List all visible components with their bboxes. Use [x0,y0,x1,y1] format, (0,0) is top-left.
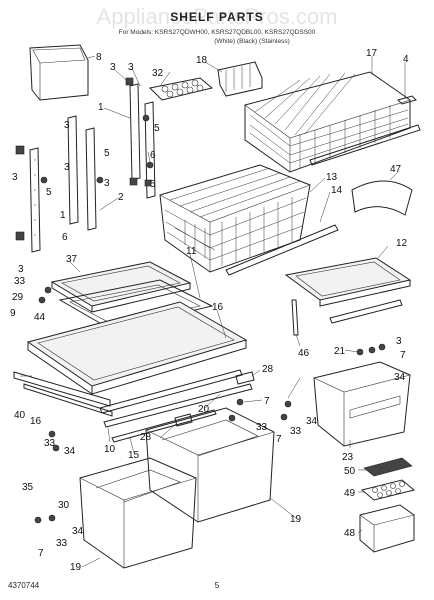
part-wire-basket-17 [244,71,411,173]
callout-47: 47 [390,164,402,175]
callout-33: 33 [56,538,68,549]
callout-49: 49 [344,488,356,499]
callout-5: 5 [46,187,52,198]
part-egg-tray-49 [360,479,416,501]
part-bracket-mid-left [67,115,97,231]
callout-3: 3 [396,336,402,347]
part-drawer-30 [79,457,197,569]
callout-18: 18 [196,55,208,66]
part-brackets-small [15,77,152,241]
part-trim-9-40 [13,371,113,417]
part-cover-50 [363,457,413,477]
part-drawer-19 [145,407,275,523]
part-rail-46 [291,299,403,336]
callout-35: 35 [22,482,34,493]
callout-44: 44 [34,312,46,323]
part-drawer-23 [313,361,411,447]
callout-40: 40 [14,410,26,421]
callout-5: 5 [104,148,110,159]
part-bin-48 [359,504,415,553]
part-large-wire-basket-13 [159,164,311,273]
callout-34: 34 [306,416,318,427]
part-screws-5 [40,114,154,184]
callout-7: 7 [264,396,270,407]
part-clip-28 [174,371,255,427]
part-shelf-frame-44 [58,279,214,331]
part-small-rack-18 [217,61,263,97]
callout-11: 11 [186,246,197,257]
callout-20: 20 [198,404,210,415]
callout-3: 3 [104,178,110,189]
callout-12: 12 [396,238,408,249]
leader-lines [20,55,406,568]
callout-13: 13 [326,172,338,183]
callout-33: 33 [14,276,26,287]
callout-3: 3 [64,162,70,173]
callout-7: 7 [38,548,44,559]
callout-10: 10 [104,444,116,455]
part-hardware [34,286,386,524]
callout-1: 1 [60,210,66,221]
callout-16: 16 [30,416,42,427]
callout-19: 19 [70,562,82,573]
callout-3: 3 [110,62,116,73]
model-list: For Models: KSRS27QDWH00, KSRS27QDBL00, … [119,29,316,36]
callout-50: 50 [344,466,356,477]
callout-34: 34 [394,372,406,383]
callout-2: 2 [118,192,124,203]
callout-1: 1 [98,102,104,113]
callout-48: 48 [344,528,356,539]
callout-5: 5 [154,123,160,134]
part-bracket-mid [129,83,156,199]
callout-6: 6 [150,150,156,161]
callout-6: 6 [62,232,68,243]
part-glass-shelf-12 [284,257,412,307]
callout-30: 30 [58,500,70,511]
callout-3: 3 [18,264,24,275]
part-trim-47 [351,180,413,216]
footer-page-number: 5 [215,581,220,590]
callout-33: 33 [44,438,56,449]
callout-37: 37 [66,254,78,265]
part-large-shelf-11 [26,301,248,395]
callout-28: 28 [262,364,274,375]
callout-46: 46 [298,348,310,359]
part-rail-4 [309,95,421,166]
callout-21: 21 [334,346,346,357]
callout-15: 15 [128,450,140,461]
part-bin-8 [29,44,89,101]
callout-34: 34 [64,446,76,457]
callout-7: 7 [400,350,406,361]
callout-32: 32 [152,68,164,79]
callout-5: 5 [150,179,156,190]
callout-28: 28 [140,432,152,443]
callout-3: 3 [64,120,70,131]
part-rails-10-15-16 [99,369,253,443]
color-list: (White) (Black) (Stainless) [214,38,289,45]
callout-33: 33 [256,422,268,433]
diagram-title: SHELF PARTS [170,10,263,24]
callout-19: 19 [290,514,302,525]
part-egg-tray-32 [148,77,214,101]
footer-part-number: 4370744 [8,581,40,590]
callout-14: 14 [331,185,343,196]
callout-33: 33 [290,426,302,437]
callout-3: 3 [128,62,134,73]
callout-9: 9 [10,308,16,319]
callouts: 8 3 3 32 18 17 4 1 5 6 5 3 5 3 3 2 5 1 3… [10,48,409,573]
watermark: AppliancePartsPros.com [97,4,338,29]
callout-4: 4 [403,54,409,65]
callout-34: 34 [72,526,84,537]
part-bracket-left [29,147,41,253]
part-rail-14 [225,224,339,276]
callout-8: 8 [96,52,102,63]
callout-16: 16 [212,302,224,313]
callout-23: 23 [342,452,354,463]
callout-3: 3 [12,172,18,183]
callout-29: 29 [12,292,24,303]
callout-7: 7 [276,434,282,445]
callout-17: 17 [366,48,378,59]
